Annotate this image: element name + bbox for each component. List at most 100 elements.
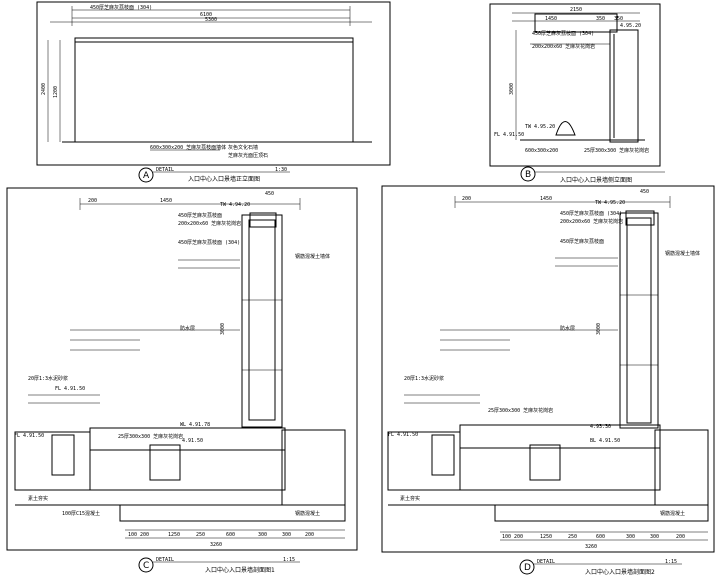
panel-d-level-wl: 4.93.30 — [590, 424, 611, 430]
panel-c-id: C — [143, 561, 149, 571]
panel-d-dim-b5: 300 — [626, 534, 635, 540]
panel-c-dim-top-0: 200 — [88, 198, 97, 204]
panel-b-level-tw: TW 4.95.20 — [525, 124, 555, 130]
panel-a-note-b3: 芝麻灰光面压顶石 — [228, 152, 268, 159]
panel-d-dim-top-1: 1450 — [540, 196, 552, 202]
panel-c-scale-right: 1:15 — [283, 557, 295, 563]
panel-c-dim-top-2: 450 — [265, 191, 274, 197]
panel-d-title: 入口中心入口景墙剖面图2 — [585, 568, 655, 576]
panel-c-level-wl: WL 4.91.78 — [180, 422, 210, 428]
panel-c-title: 入口中心入口景墙剖面图1 — [205, 566, 275, 574]
panel-d-soil-right — [654, 429, 709, 506]
panel-c-dim-height: 3000 — [220, 323, 226, 335]
panel-c-level-fl-left: FL 4.91.50 — [14, 433, 44, 439]
panel-a-dim-top: 6100 — [200, 12, 212, 18]
panel-b-level-top: 4.95.20 — [620, 23, 641, 29]
panel-a-id: A — [143, 171, 150, 181]
panel-d-dim-height: 3000 — [596, 323, 602, 335]
panel-b-dim-p2: 350 — [596, 16, 605, 22]
panel-c-note-4: 钢筋混凝土墙体 — [295, 253, 330, 260]
panel-d-drain — [431, 434, 455, 476]
panel-a-dim-side: 2400 — [41, 83, 47, 95]
panel-c-marker — [138, 557, 154, 573]
panel-d-note-4: 防水层 — [560, 325, 575, 332]
panel-d-dim-b1: 200 — [514, 534, 523, 540]
panel-a-note-b1: 600x300x200 芝麻灰荔枝面墙体 — [150, 144, 226, 151]
panel-d-note-0: 450厚芝麻灰荔枝面 (304) — [560, 210, 622, 217]
panel-c-section: 200 1450 450 TW 4.94.20 FL 4.91.50 FL 4.… — [6, 187, 358, 574]
panel-c-dim-b6: 300 — [282, 532, 291, 538]
panel-d-note-8: 素土夯实 — [400, 495, 420, 502]
panel-d-note-7: 钢筋混凝土 — [660, 510, 685, 517]
panel-a-dim-side-inner: 1200 — [53, 86, 59, 98]
panel-d-scale-right: 1:15 — [665, 559, 677, 565]
panel-d-note-1: 200x200x60 芝麻灰花岗岩 — [560, 218, 623, 225]
panel-d-note-5: 25厚300x300 芝麻灰花岗岩 — [488, 407, 553, 414]
panel-a-frame — [36, 1, 391, 166]
panel-c-dim-b1: 200 — [140, 532, 149, 538]
panel-b-rock — [555, 121, 576, 136]
panel-b-dim-p3: 350 — [614, 16, 623, 22]
panel-d-note-6: 20厚1:3水泥砂浆 — [404, 375, 444, 382]
panel-b-dim-p1: 1450 — [545, 16, 557, 22]
panel-c-drain — [51, 434, 75, 476]
panel-c-dim-total: 3260 — [210, 542, 222, 548]
panel-c-note-1: 200x200x60 芝麻灰花岗岩 — [178, 220, 241, 227]
panel-a-marker — [138, 167, 154, 183]
panel-b-side-elevation: 2150 1450 350 350 4.95.20 3000 450厚芝麻灰荔枝… — [489, 3, 665, 184]
panel-c-note-6: 20厚1:3水泥砂浆 — [28, 375, 68, 382]
panel-c-dim-b4: 600 — [226, 532, 235, 538]
panel-d-frame — [381, 185, 715, 553]
panel-b-note-1: 450厚芝麻灰荔枝面 (304) — [532, 30, 594, 37]
panel-d-coping — [625, 210, 655, 226]
panel-b-note-3: 25厚300x300 芝麻灰花岗岩 — [584, 147, 649, 154]
panel-b-note-4: 600x300x200 — [525, 148, 558, 154]
panel-c-note-8: 钢筋混凝土 — [295, 510, 320, 517]
panel-c-note-7: 25厚300x300 芝麻灰花岗岩 — [118, 433, 183, 440]
panel-d-dim-b6: 300 — [650, 534, 659, 540]
panel-c-level-tw: TW 4.94.20 — [220, 202, 250, 208]
panel-a-scale-left: DETAIL — [156, 167, 174, 173]
panel-b-title: 入口中心入口景墙侧立面图 — [560, 176, 632, 184]
panel-d-wall — [619, 212, 659, 429]
panel-d-dim-b3: 250 — [568, 534, 577, 540]
panel-c-frame — [6, 187, 358, 551]
panel-d-id: D — [524, 563, 531, 573]
panel-c-dim-b2: 1250 — [168, 532, 180, 538]
panel-a-scale-right: 1:30 — [275, 167, 287, 173]
panel-d-level-tw: TW 4.95.20 — [595, 200, 625, 206]
panel-c-note-0: 450厚芝麻灰荔枝面 — [178, 212, 222, 219]
panel-b-level-fl: FL 4.91.50 — [494, 132, 524, 138]
panel-c-dim-b5: 300 — [258, 532, 267, 538]
panel-c-leader-lines — [28, 259, 240, 404]
panel-c-note-5: 防水层 — [180, 325, 195, 332]
panel-d-note-3: 钢筋混凝土墙体 — [665, 250, 700, 257]
panel-a-title: 入口中心入口景墙正立面图 — [188, 175, 260, 183]
panel-c-note-3: 100厚C15混凝土 — [62, 510, 100, 517]
panel-d-level-bl: BL 4.91.50 — [590, 438, 620, 444]
panel-a-elevation: 450厚芝麻灰荔枝面 (304) 6100 5300 2400 1200 600… — [36, 1, 391, 183]
panel-d-section: 200 1450 450 TW 4.95.20 FL 4.91.50 4.93.… — [381, 185, 715, 576]
panel-c-scale-left: DETAIL — [156, 557, 174, 563]
panel-b-id: B — [525, 170, 531, 180]
panel-c-coping — [249, 212, 277, 228]
panel-d-dim-top-2: 450 — [640, 189, 649, 195]
panel-c-level-fl: FL 4.91.50 — [55, 386, 85, 392]
panel-c-dim-b3: 250 — [196, 532, 205, 538]
panel-b-dim-top: 2150 — [570, 7, 582, 13]
panel-d-marker — [519, 559, 535, 575]
panel-d-dim-b4: 600 — [596, 534, 605, 540]
panel-d-dim-b2: 1250 — [540, 534, 552, 540]
panel-d-level-fl: FL 4.91.50 — [388, 432, 418, 438]
panel-a-dim-inner: 5300 — [205, 17, 217, 23]
panel-b-column — [609, 29, 639, 143]
panel-a-note-b2: 灰色文化石墙 — [228, 144, 258, 151]
panel-b-dim-side: 3000 — [509, 83, 515, 95]
panel-d-scale-left: DETAIL — [537, 559, 555, 565]
panel-c-dim-b7: 200 — [305, 532, 314, 538]
panel-b-note-2: 200x200x60 芝麻灰花岗岩 — [532, 43, 595, 50]
panel-a-note-top: 450厚芝麻灰荔枝面 (304) — [90, 4, 152, 11]
panel-c-dim-top-1: 1450 — [160, 198, 172, 204]
panel-d-gravel-left — [387, 431, 461, 491]
